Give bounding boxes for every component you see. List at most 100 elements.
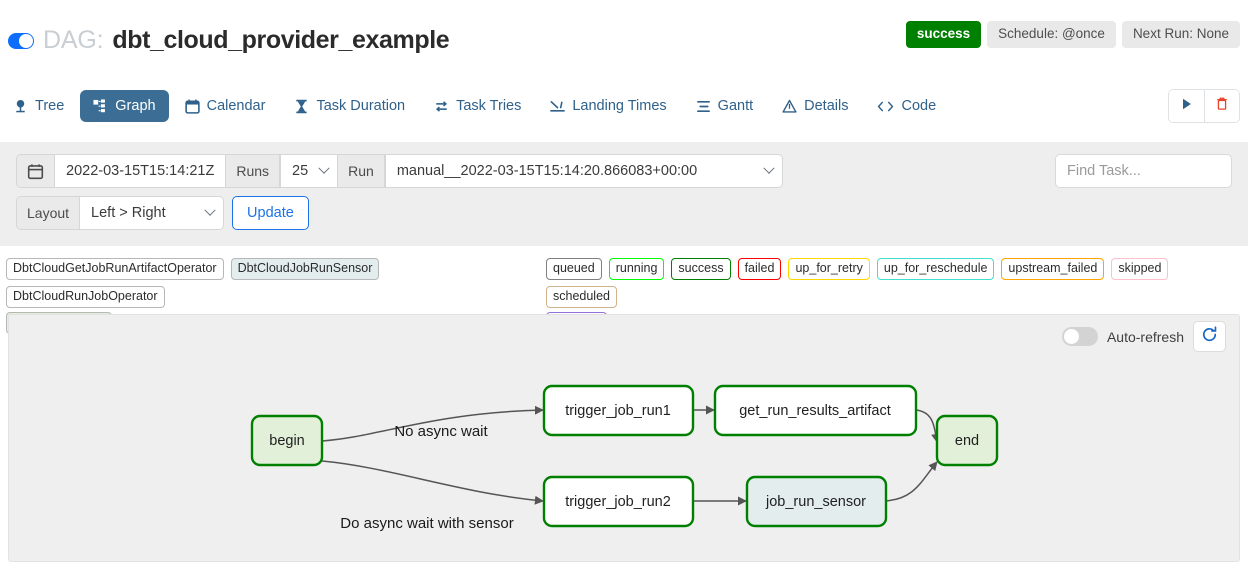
tab-label: Task Duration <box>316 98 406 114</box>
layout-group: Layout Left > Right <box>16 196 225 230</box>
graph-node-job-run-sensor[interactable]: job_run_sensor <box>745 475 888 528</box>
run-label: Run <box>338 154 385 188</box>
dag-pause-toggle[interactable] <box>8 32 34 49</box>
landing-icon <box>550 99 566 114</box>
calendar-icon <box>184 99 200 114</box>
tab-task-duration[interactable]: Task Duration <box>281 90 418 122</box>
refresh-button[interactable] <box>1193 321 1226 352</box>
tab-label: Landing Times <box>572 98 667 114</box>
filter-bar: 2022-03-15T15:14:21Z Runs 25 Run manual_… <box>0 142 1248 246</box>
state-chip-failed[interactable]: failed <box>737 258 782 280</box>
operator-chip[interactable]: DbtCloudRunJobOperator <box>6 286 165 308</box>
retry-icon <box>434 99 449 114</box>
tab-label: Code <box>901 98 937 114</box>
state-chip-success[interactable]: success <box>671 258 731 280</box>
update-button[interactable]: Update <box>232 196 309 230</box>
node-label: job_run_sensor <box>765 494 866 510</box>
code-icon <box>877 99 894 114</box>
tree-icon <box>13 99 28 114</box>
state-chip-up-for-reschedule[interactable]: up_for_reschedule <box>876 258 995 280</box>
filter-row-bottom: Layout Left > Right Update <box>16 196 1232 230</box>
edge-begin-trigger-job-run2 <box>321 460 544 505</box>
node-label: get_run_results_artifact <box>739 403 891 419</box>
state-legend-row-1: queued running success failed up_for_ret… <box>546 258 1242 308</box>
schedule-badge: Schedule: @once <box>987 21 1116 48</box>
tab-landing-times[interactable]: Landing Times <box>537 90 679 122</box>
tab-task-tries[interactable]: Task Tries <box>421 90 534 122</box>
tab-calendar[interactable]: Calendar <box>172 90 279 122</box>
page-title: dbt_cloud_provider_example <box>112 26 450 54</box>
node-label: end <box>955 433 979 449</box>
tab-label: Details <box>804 98 849 114</box>
delete-dag-button[interactable] <box>1204 90 1239 122</box>
runs-label: Runs <box>226 154 281 188</box>
play-icon <box>1180 97 1193 116</box>
tab-label: Graph <box>115 98 156 114</box>
tab-tree[interactable]: Tree <box>0 90 77 122</box>
operator-chip[interactable]: DbtCloudJobRunSensor <box>230 258 380 280</box>
next-run-badge: Next Run: None <box>1121 21 1240 48</box>
gantt-icon <box>696 99 711 114</box>
state-chip-up-for-retry[interactable]: up_for_retry <box>788 258 870 280</box>
auto-refresh-toggle[interactable] <box>1061 327 1098 346</box>
num-runs-select[interactable]: 25 <box>280 154 339 188</box>
graph-node-begin[interactable]: begin <box>250 414 324 467</box>
header-badge-group: success Schedule: @once Next Run: None <box>905 21 1240 48</box>
base-date-input[interactable]: 2022-03-15T15:14:21Z <box>54 154 227 188</box>
find-task-input[interactable] <box>1055 154 1232 188</box>
graph-node-end[interactable]: end <box>935 414 999 467</box>
status-badge: success <box>905 21 982 48</box>
tab-label: Calendar <box>206 98 266 114</box>
hourglass-icon <box>294 99 309 114</box>
state-chip-running[interactable]: running <box>608 258 665 280</box>
graph-node-get-run-results-artifact[interactable]: get_run_results_artifact <box>713 384 918 437</box>
dag-prefix-label: DAG: <box>43 26 104 54</box>
node-label: trigger_job_run1 <box>565 403 671 419</box>
node-label: trigger_job_run2 <box>565 494 671 510</box>
dag-action-buttons <box>1168 89 1240 123</box>
edge-artifact-end <box>915 409 941 443</box>
filter-row-top: 2022-03-15T15:14:21Z Runs 25 Run manual_… <box>16 154 1232 188</box>
node-label: begin <box>269 433 304 449</box>
legend-bar: DbtCloudGetJobRunArtifactOperator DbtClo… <box>0 254 1248 334</box>
tab-details[interactable]: Details <box>769 90 861 122</box>
operator-legend-row-1: DbtCloudGetJobRunArtifactOperator DbtClo… <box>6 258 536 308</box>
layout-select[interactable]: Left > Right <box>79 196 225 230</box>
state-chip-queued[interactable]: queued <box>546 258 602 280</box>
edge-sensor-end <box>884 461 938 502</box>
tab-label: Tree <box>35 98 65 114</box>
operator-chip[interactable]: DbtCloudGetJobRunArtifactOperator <box>6 258 224 280</box>
graph-node-trigger-job-run2[interactable]: trigger_job_run2 <box>542 475 695 528</box>
view-tabs: Tree Graph Calendar <box>0 82 1248 130</box>
layout-label: Layout <box>16 196 80 230</box>
dag-title: DAG: dbt_cloud_provider_example <box>8 26 450 55</box>
trigger-dag-button[interactable] <box>1169 90 1204 122</box>
triangle-alert-icon <box>782 99 797 114</box>
state-chip-upstream-failed[interactable]: upstream_failed <box>1001 258 1105 280</box>
run-value: manual__2022-03-15T15:14:20.866083+00:00 <box>396 163 698 179</box>
edge-begin-trigger-job-run1 <box>321 405 544 442</box>
chevron-down-icon <box>763 162 775 174</box>
base-date-group: 2022-03-15T15:14:21Z Runs 25 Run manual_… <box>16 154 783 188</box>
graph-canvas-panel: Auto-refresh <box>8 314 1240 562</box>
run-select[interactable]: manual__2022-03-15T15:14:20.866083+00:00 <box>384 154 783 188</box>
trash-icon <box>1215 96 1229 116</box>
state-chip-scheduled[interactable]: scheduled <box>546 286 617 308</box>
tab-gantt[interactable]: Gantt <box>683 90 766 122</box>
tab-label: Gantt <box>717 98 754 114</box>
calendar-icon[interactable] <box>16 154 54 188</box>
chevron-down-icon <box>318 162 330 174</box>
edge-label-no-async-wait: No async wait <box>394 423 488 440</box>
state-chip-skipped[interactable]: skipped <box>1111 258 1169 280</box>
dag-graph-svg[interactable]: No async wait Do async wait with sensor … <box>9 315 1240 562</box>
refresh-icon <box>1201 325 1218 348</box>
layout-value: Left > Right <box>91 205 166 221</box>
tab-label: Task Tries <box>456 98 522 114</box>
graph-node-trigger-job-run1[interactable]: trigger_job_run1 <box>542 384 695 437</box>
auto-refresh-label: Auto-refresh <box>1106 328 1184 345</box>
tab-code[interactable]: Code <box>864 90 949 122</box>
tab-graph[interactable]: Graph <box>80 90 169 122</box>
auto-refresh-controls: Auto-refresh <box>1061 321 1226 352</box>
page-header: DAG: dbt_cloud_provider_example success … <box>0 0 1248 72</box>
